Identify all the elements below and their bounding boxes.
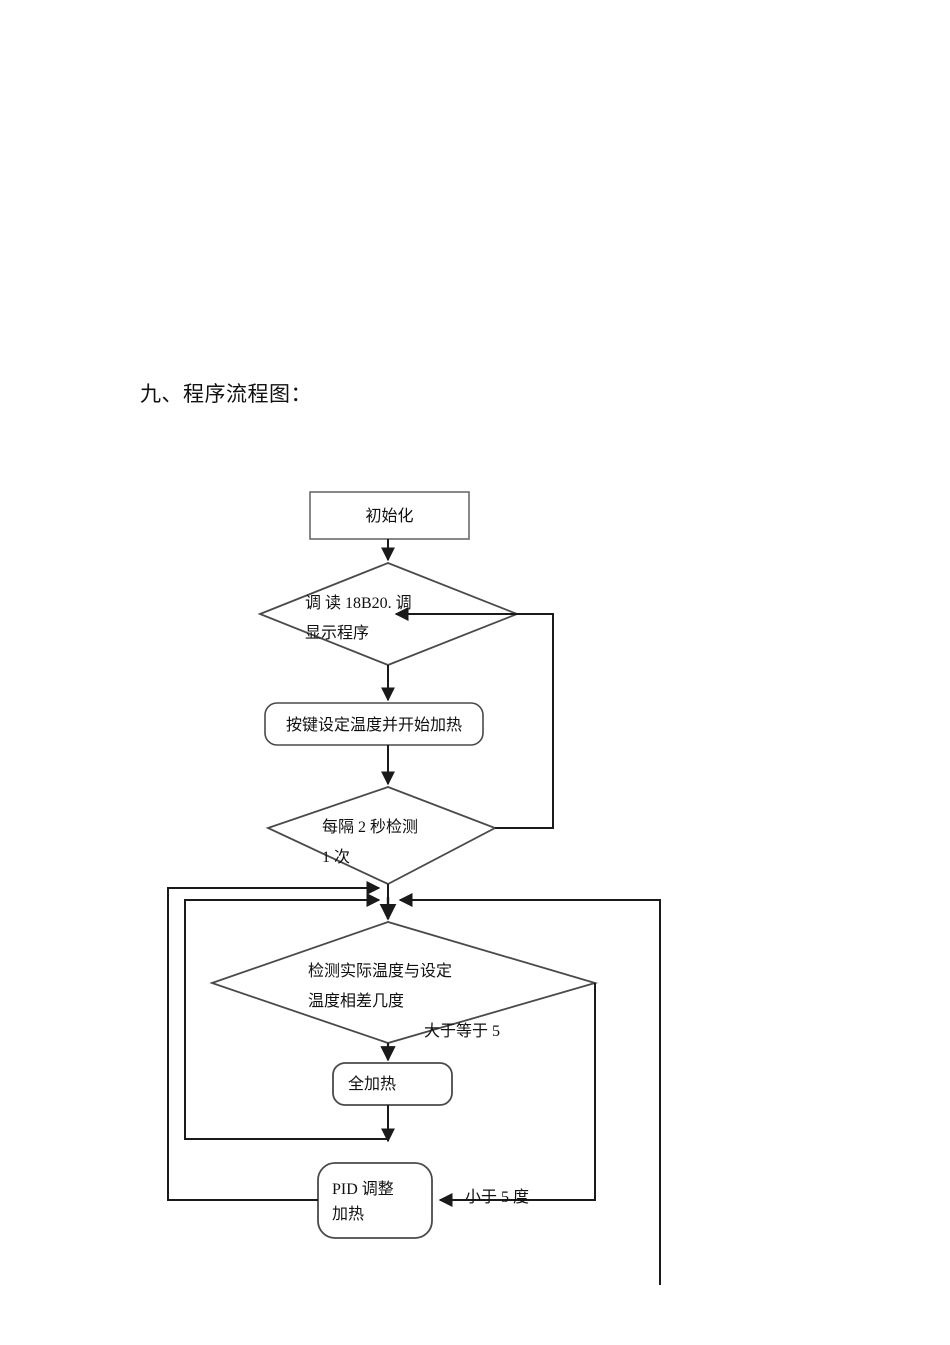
node-label-pid-heating-line2: 加热 (332, 1206, 365, 1223)
page-title: 九、程序流程图： (140, 382, 312, 406)
node-label-initialize: 初始化 (365, 508, 414, 525)
edge-label-greater-equal-5: 大于等于 5 (424, 1023, 501, 1040)
edge-check-2s-back-to-read (394, 607, 554, 829)
node-label-compare-temperature-line2: 温度相差几度 (308, 993, 405, 1010)
node-label-check-every-2s-line1: 每隔 2 秒检测 (322, 819, 419, 836)
node-label-read-18b20-line1: 调 读 18B20. 调 (305, 595, 412, 612)
edge-pid-back-to-compare (167, 881, 381, 1201)
edge-label-less-than-5: 小于 5 度 (465, 1189, 530, 1206)
edge-right-return-to-compare (398, 893, 661, 1285)
node-shape-set-temperature (264, 702, 484, 746)
node-label-full-heating: 全加热 (348, 1076, 397, 1093)
node-label-compare-temperature-line1: 检测实际温度与设定 (308, 963, 453, 980)
edge-compare-to-pid (438, 983, 596, 1207)
node-label-pid-heating-line1: PID 调整 (332, 1181, 394, 1198)
node-shape-full-heating (332, 1062, 453, 1106)
node-shape-initialize (309, 491, 470, 540)
node-label-read-18b20-line2: 显示程序 (305, 625, 370, 642)
node-label-check-every-2s-line2: 1 次 (322, 849, 351, 866)
node-label-set-temperature: 按键设定温度并开始加热 (285, 717, 462, 734)
edge-full-heating-back-to-compare (184, 893, 388, 1140)
